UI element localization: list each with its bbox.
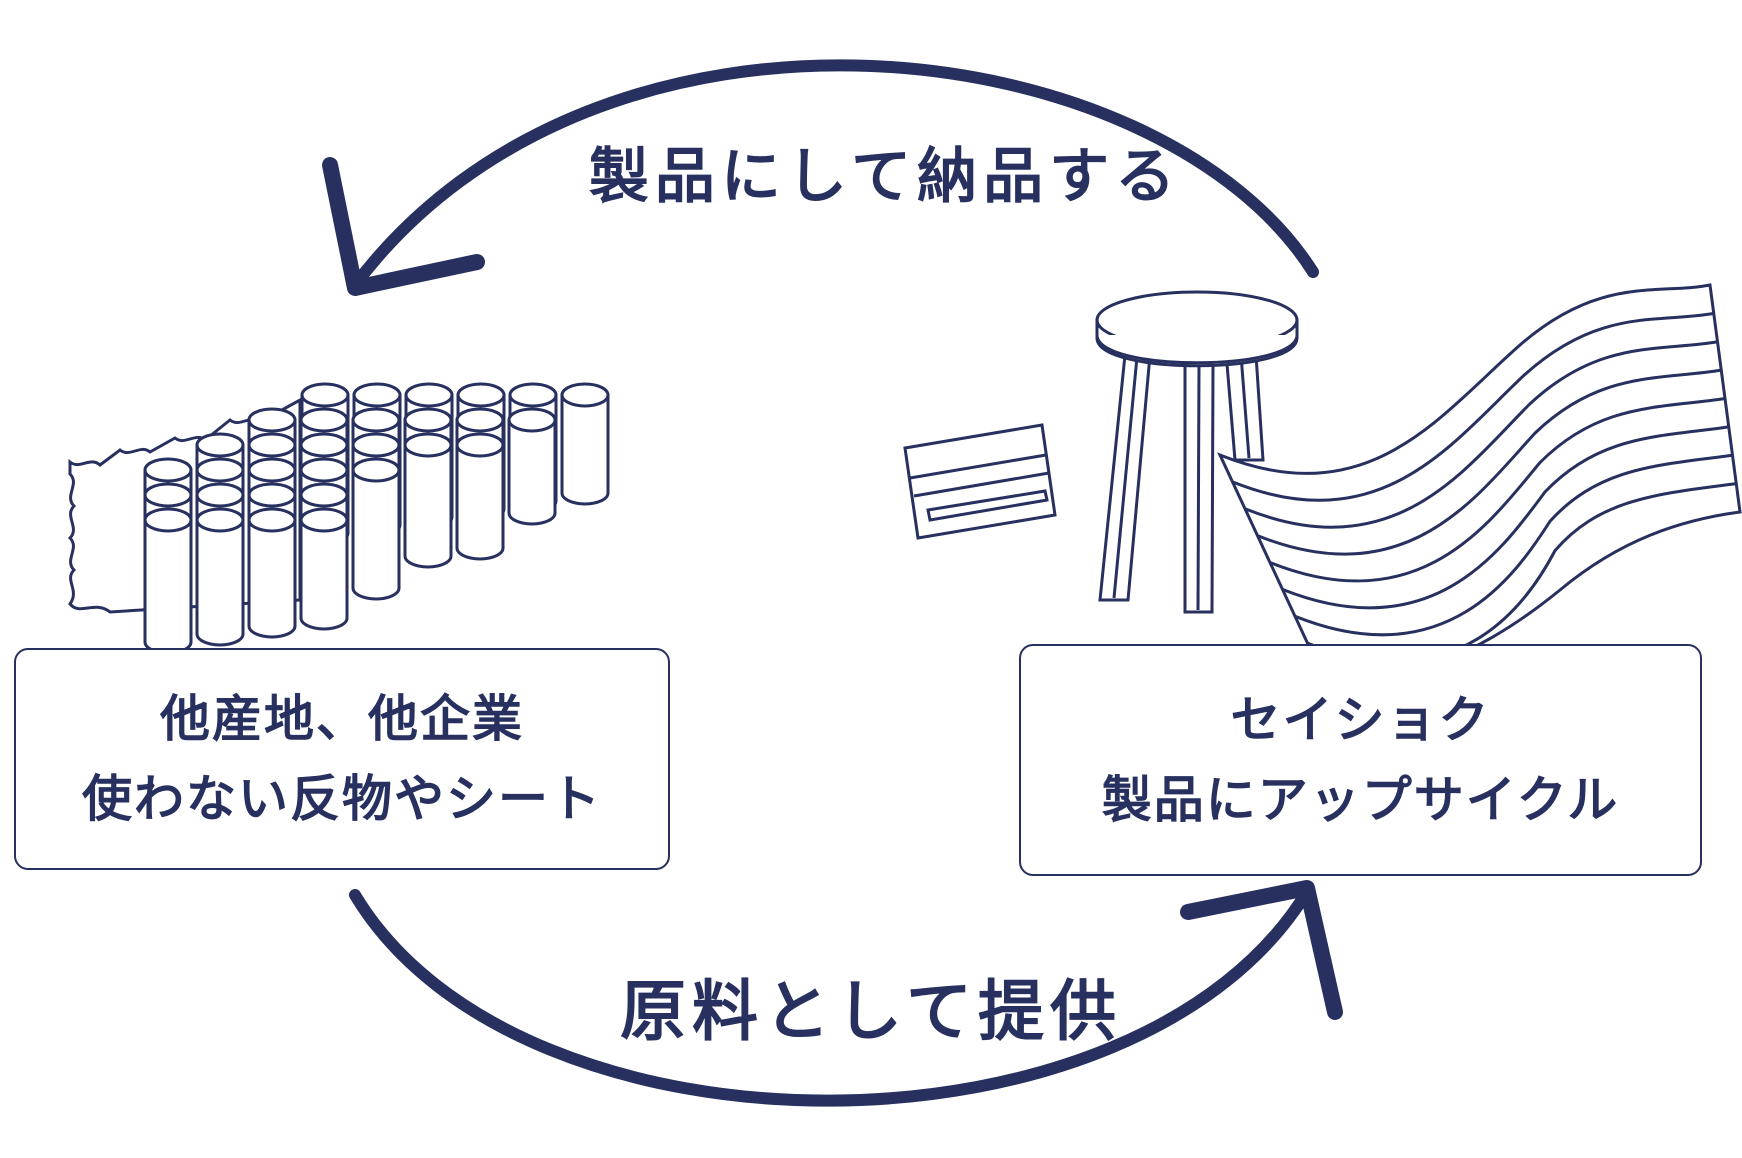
fabric-roll-end bbox=[195, 457, 245, 483]
fabric-roll-end bbox=[143, 482, 193, 508]
fabric-roll-end bbox=[508, 382, 558, 408]
right-node-box: セイショク 製品にアップサイクル bbox=[1019, 644, 1702, 876]
fabric-roll-end bbox=[299, 457, 349, 483]
fabric-roll-end bbox=[456, 382, 506, 408]
fabric-roll bbox=[560, 393, 610, 506]
left-node-line2: 使わない反物やシート bbox=[82, 770, 602, 828]
right-node-line2: 製品にアップサイクル bbox=[1101, 771, 1620, 829]
fabric-roll-end bbox=[299, 482, 349, 508]
fabric-roll-end bbox=[247, 507, 297, 533]
fabric-roll-end bbox=[404, 382, 454, 408]
fabric-roll bbox=[403, 443, 453, 569]
fabric-roll-end bbox=[351, 407, 401, 433]
top-arrow-head bbox=[322, 157, 485, 296]
fabric-roll-end bbox=[560, 382, 610, 408]
panel-slat-line bbox=[1281, 425, 1729, 610]
fabric-roll-end bbox=[299, 407, 349, 433]
left-node-line1: 他産地、他企業 bbox=[160, 690, 524, 748]
panel-slat-line bbox=[1256, 368, 1722, 556]
fabric-roll-end bbox=[143, 457, 193, 483]
fabric-roll-end bbox=[455, 407, 505, 433]
fabric-roll-end bbox=[351, 457, 401, 483]
fabric-roll bbox=[455, 443, 505, 561]
fabric-roll-end bbox=[403, 432, 453, 458]
fabric-roll-end bbox=[299, 432, 349, 458]
fabric-roll-end bbox=[403, 407, 453, 433]
fabric-roll bbox=[507, 418, 557, 526]
fabric-roll-end bbox=[300, 382, 350, 408]
fabric-roll bbox=[299, 518, 349, 631]
top-arrow-label: 製品にして納品する bbox=[588, 142, 1182, 212]
panel-slat-line bbox=[1231, 311, 1715, 502]
fabric-roll-end bbox=[195, 507, 245, 533]
wavy-panel-icon bbox=[1217, 283, 1742, 678]
bottom-arrow-label: 原料として提供 bbox=[619, 973, 1123, 1050]
left-node-box: 他産地、他企業 使わない反物やシート bbox=[14, 648, 670, 870]
fabric-roll-end bbox=[195, 482, 245, 508]
fabric-roll-end bbox=[352, 382, 402, 408]
panel-slat-line bbox=[1294, 453, 1733, 637]
fabric-roll bbox=[351, 468, 401, 601]
fabric-roll-end bbox=[247, 432, 297, 458]
right-node-line1: セイショク bbox=[1230, 691, 1491, 749]
panel-slat-line bbox=[1269, 397, 1726, 583]
stool-icon bbox=[1095, 290, 1299, 614]
tray-icon bbox=[903, 423, 1057, 540]
fabric-roll-end bbox=[247, 457, 297, 483]
fabric-roll-end bbox=[507, 407, 557, 433]
bottom-cycle-arrow bbox=[349, 884, 1314, 1107]
bottom-arrow-head bbox=[1180, 880, 1343, 1020]
fabric-roll-end bbox=[299, 507, 349, 533]
fabric-roll-end bbox=[247, 482, 297, 508]
fabric-roll-end bbox=[351, 432, 401, 458]
fabric-roll-end bbox=[195, 432, 245, 458]
fabric-roll-end bbox=[455, 432, 505, 458]
fabric-roll bbox=[195, 518, 245, 647]
fabric-rolls-icon bbox=[67, 382, 610, 655]
fabric-roll-end bbox=[143, 507, 193, 533]
fabric-roll bbox=[143, 518, 193, 655]
top-cycle-arrow bbox=[349, 59, 1319, 291]
fabric-roll-end bbox=[247, 407, 297, 433]
fabric-roll bbox=[247, 518, 297, 639]
panel-slat-line bbox=[1244, 340, 1718, 529]
